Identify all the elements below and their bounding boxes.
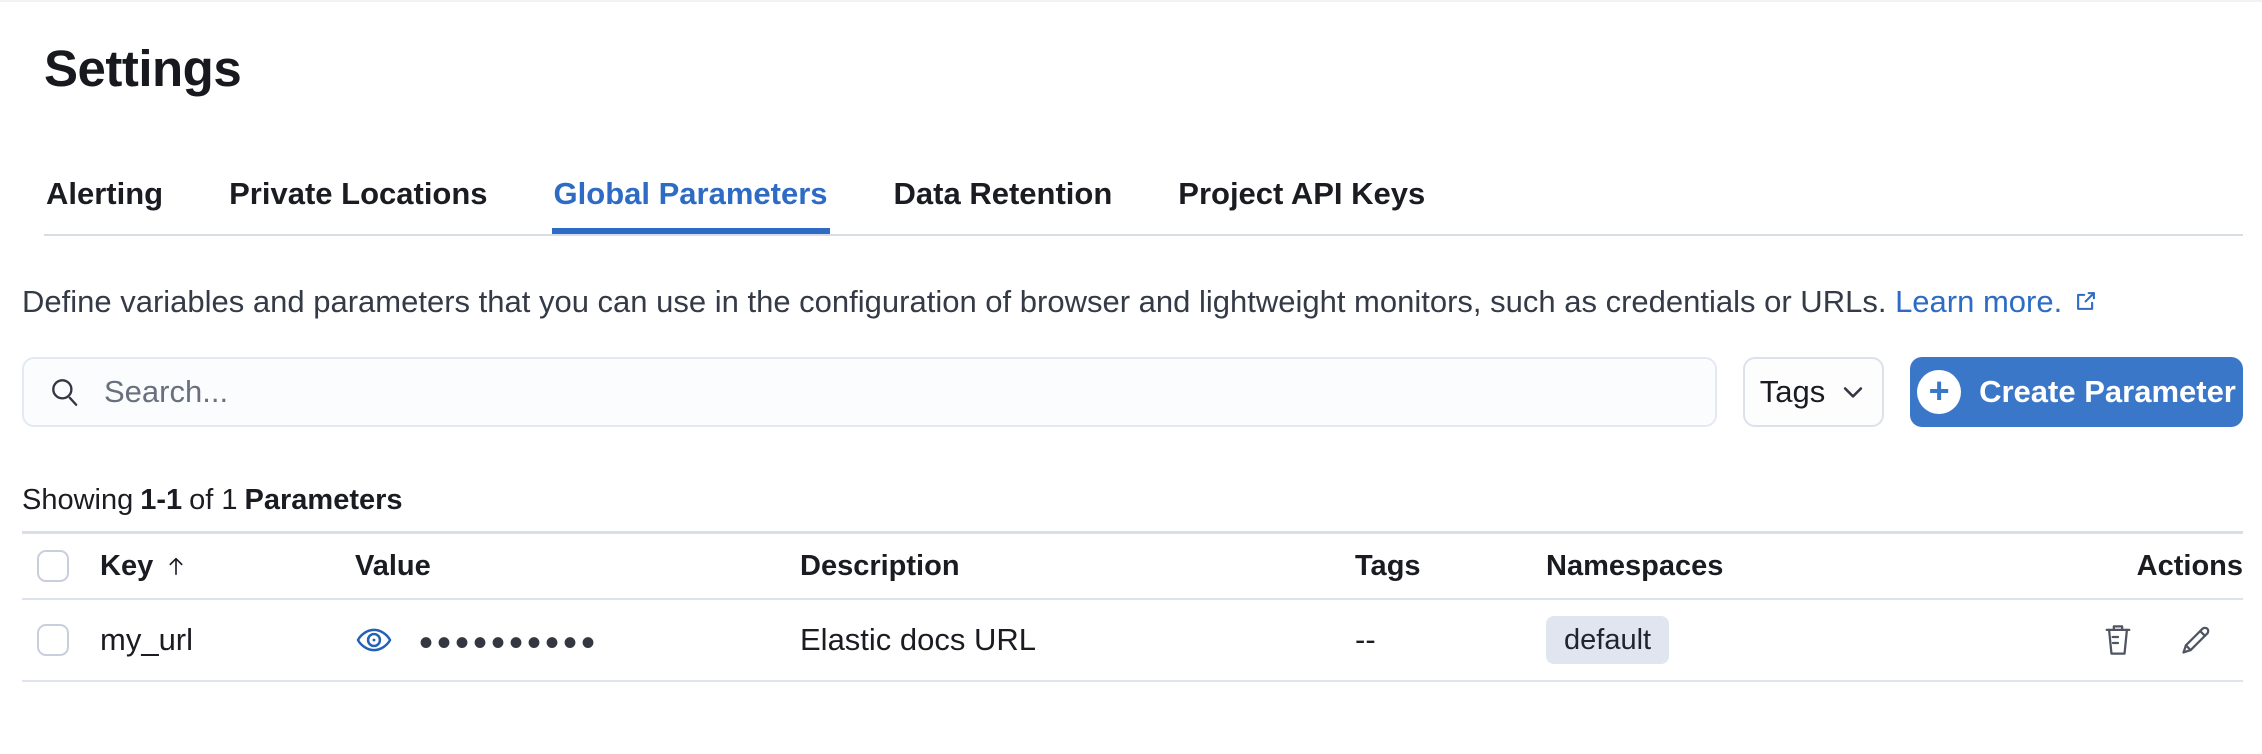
row-value-cell: •••••••••• <box>355 617 800 663</box>
row-checkbox[interactable] <box>37 624 69 656</box>
row-key-cell: my_url <box>100 622 194 657</box>
settings-page: Settings Alerting Private Locations Glob… <box>0 36 2262 682</box>
tab-private-locations[interactable]: Private Locations <box>229 176 488 211</box>
masked-value: •••••••••• <box>419 621 600 665</box>
row-checkbox-cell <box>22 624 100 656</box>
column-header-actions: Actions <box>2136 549 2243 582</box>
column-header-key[interactable]: Key <box>100 550 355 583</box>
external-link-icon <box>2072 281 2100 329</box>
delete-parameter-button[interactable] <box>2099 621 2137 659</box>
column-header-tags: Tags <box>1355 549 1421 582</box>
top-hairline <box>0 0 2262 2</box>
namespace-badge: default <box>1546 616 1670 664</box>
learn-more-link[interactable]: Learn more. <box>1895 284 2100 319</box>
eye-icon <box>355 621 393 659</box>
search-icon <box>48 375 82 409</box>
parameters-toolbar: Tags + Create Parameter <box>22 357 2243 427</box>
tags-button-label: Tags <box>1759 374 1826 409</box>
page-title: Settings <box>44 40 242 97</box>
tab-alerting[interactable]: Alerting <box>46 176 164 211</box>
page-description: Define variables and parameters that you… <box>22 278 2243 329</box>
row-tags-cell: -- <box>1355 622 1376 657</box>
summary-of: of 1 <box>189 484 238 516</box>
row-actions-cell <box>2006 621 2243 659</box>
summary-entity: Parameters <box>244 484 403 516</box>
create-parameter-label: Create Parameter <box>1979 374 2236 409</box>
settings-tabs: Alerting Private Locations Global Parame… <box>44 174 2243 236</box>
reveal-value-button[interactable] <box>355 621 393 659</box>
summary-showing: Showing <box>22 484 134 516</box>
search-box[interactable] <box>22 357 1717 427</box>
column-header-value: Value <box>355 549 431 582</box>
search-input[interactable] <box>104 374 1691 410</box>
row-namespaces-cell: default <box>1546 616 2006 664</box>
pencil-icon <box>2177 621 2215 659</box>
table-row: my_url •••••••••• Elastic docs URL -- de <box>22 600 2243 682</box>
table-top-divider <box>22 531 2243 534</box>
summary-range: 1-1 <box>140 484 183 516</box>
row-description-cell: Elastic docs URL <box>800 622 1037 657</box>
plus-icon: + <box>1917 370 1962 414</box>
create-parameter-button[interactable]: + Create Parameter <box>1910 357 2243 427</box>
chevron-down-icon <box>1839 378 1867 406</box>
key-header-label: Key <box>100 549 154 582</box>
learn-more-label: Learn more. <box>1895 284 2063 319</box>
tab-project-api-keys[interactable]: Project API Keys <box>1178 176 1426 211</box>
tags-filter-button[interactable]: Tags <box>1743 357 1884 427</box>
tab-global-parameters[interactable]: Global Parameters <box>552 174 830 234</box>
table-header-row: Key Value Description Tags Namespaces Ac… <box>22 534 2243 600</box>
tab-data-retention[interactable]: Data Retention <box>893 176 1113 211</box>
description-text: Define variables and parameters that you… <box>22 284 1887 319</box>
column-header-description: Description <box>800 549 960 582</box>
parameters-table: Key Value Description Tags Namespaces Ac… <box>22 534 2243 682</box>
select-all-checkbox[interactable] <box>37 550 69 582</box>
edit-parameter-button[interactable] <box>2177 621 2215 659</box>
header-checkbox-cell <box>22 550 100 582</box>
column-header-namespaces: Namespaces <box>1546 549 1724 582</box>
trash-icon <box>2099 621 2137 659</box>
sort-ascending-icon <box>163 553 189 579</box>
